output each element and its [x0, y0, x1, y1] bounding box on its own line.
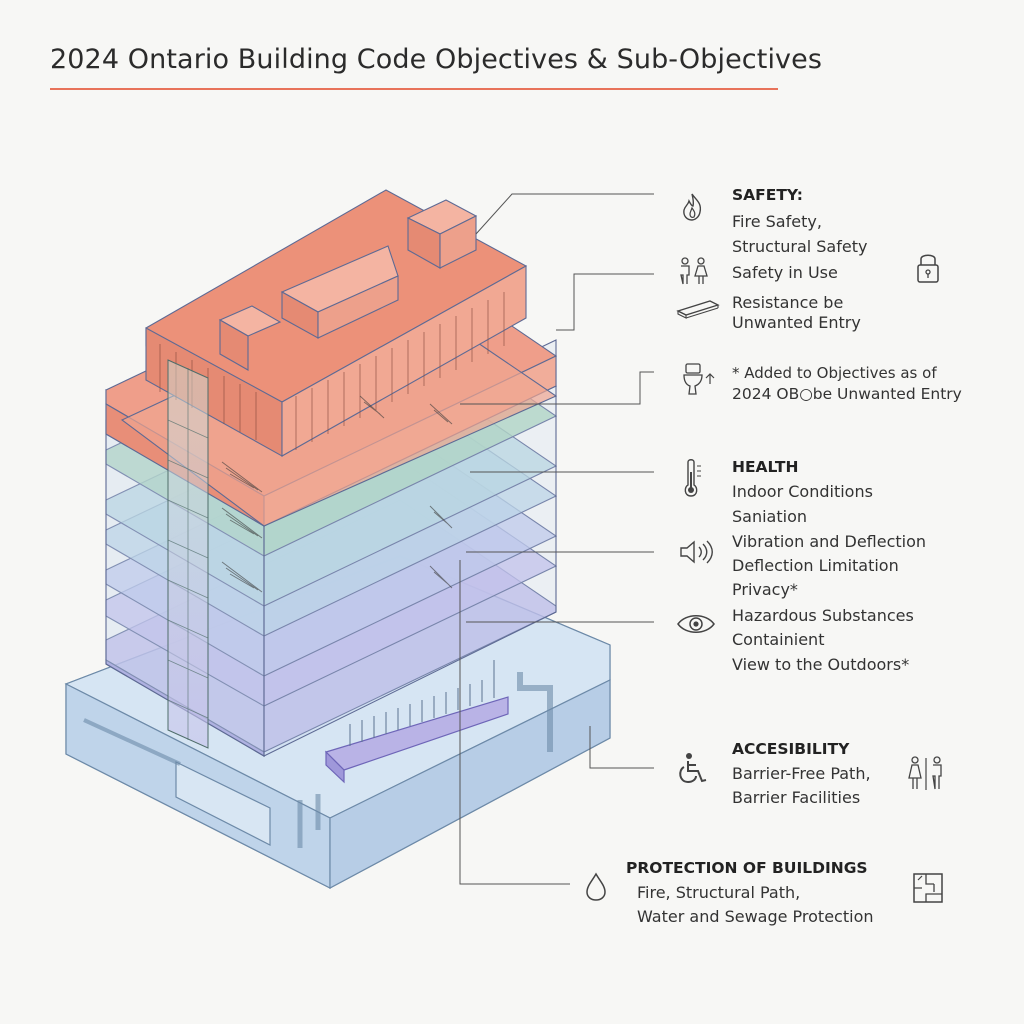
water-drop-icon [584, 872, 608, 907]
health-item: Deflection Limitation [732, 556, 899, 575]
bar-icon [676, 297, 720, 324]
eye-icon [676, 612, 716, 641]
accessibility-item: Barrier Facilities [732, 788, 861, 807]
health-item: Privacy* [732, 580, 798, 599]
health-item: Indoor Conditions [732, 482, 873, 501]
safety-item: Safety in Use [732, 263, 838, 282]
floor-plan-icon [912, 872, 944, 909]
accessibility-item: Barrier-Free Path, [732, 764, 871, 783]
people-icon [676, 256, 712, 291]
protection-heading: PROTECTION OF BUILDINGS [626, 859, 868, 877]
health-item: Vibration and Deflection [732, 532, 927, 551]
wheelchair-icon [676, 752, 710, 791]
health-heading: HEALTH [732, 458, 799, 476]
accessibility-heading: ACCESIBILITY [732, 740, 850, 758]
note-line-1: * Added to Objectives as of [732, 364, 937, 382]
flame-icon [678, 192, 706, 227]
page-title: 2024 Ontario Building Code Objectives & … [50, 44, 822, 75]
safety-item: Unwanted Entry [732, 313, 861, 332]
speaker-icon [678, 538, 714, 571]
toilet-icon [680, 362, 716, 401]
stair-details [221, 395, 453, 593]
health-item: View to the Outdoors* [732, 655, 910, 674]
protection-item: Fire, Structural Path, [637, 883, 801, 902]
safety-item: Fire Safety, [732, 212, 822, 231]
leader-lines [459, 193, 654, 885]
health-item: Containient [732, 630, 825, 649]
health-item: Saniation [732, 507, 807, 526]
padlock-icon [914, 250, 942, 291]
note-line-2: 2024 OB○be Unwanted Entry [732, 385, 962, 403]
thermometer-icon [680, 458, 704, 505]
safety-item: Structural Safety [732, 237, 868, 256]
safety-heading: SAFETY: [732, 186, 803, 204]
tower [105, 189, 558, 757]
safety-item: Resistance be [732, 293, 844, 312]
restroom-icon [904, 756, 948, 797]
protection-item: Water and Sewage Protection [637, 907, 874, 926]
health-item: Hazardous Substances [732, 606, 914, 625]
stair-shaft [167, 359, 209, 749]
title-underline [50, 88, 778, 90]
